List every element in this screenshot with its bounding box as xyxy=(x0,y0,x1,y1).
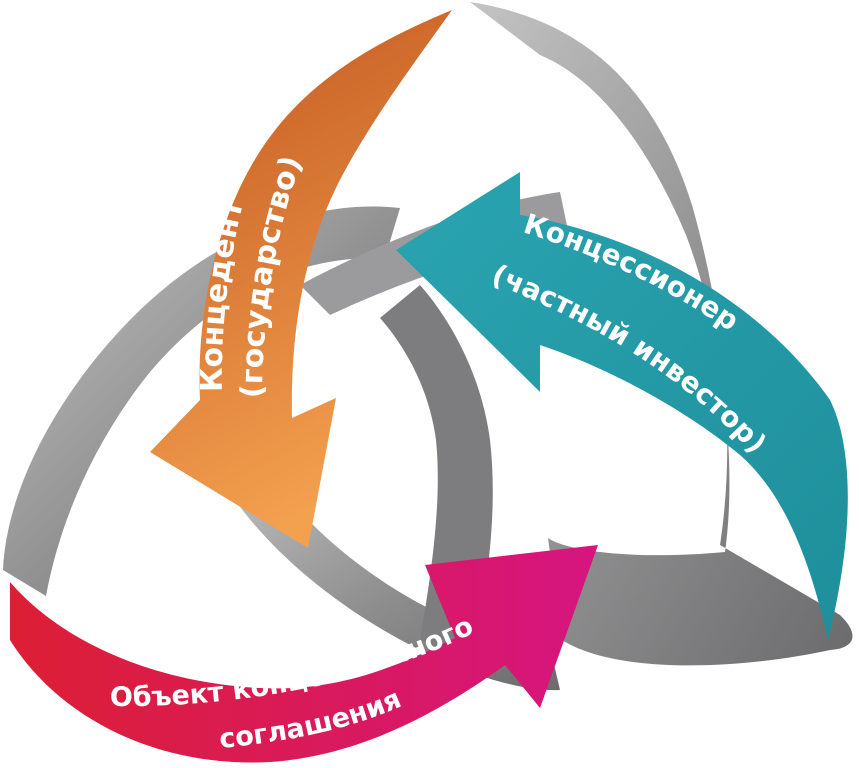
concedent-arrow: Концедент (государство) xyxy=(150,10,452,548)
object-arrow-shape xyxy=(10,545,598,763)
gray-ribbon-right-loop xyxy=(470,2,853,666)
concedent-arrow-shape xyxy=(150,10,452,548)
concessionaire-arrow-shape xyxy=(396,172,848,640)
object-arrow: Объект концессионного соглашения xyxy=(10,545,598,763)
gray-ribbon-left-loop xyxy=(3,206,400,597)
